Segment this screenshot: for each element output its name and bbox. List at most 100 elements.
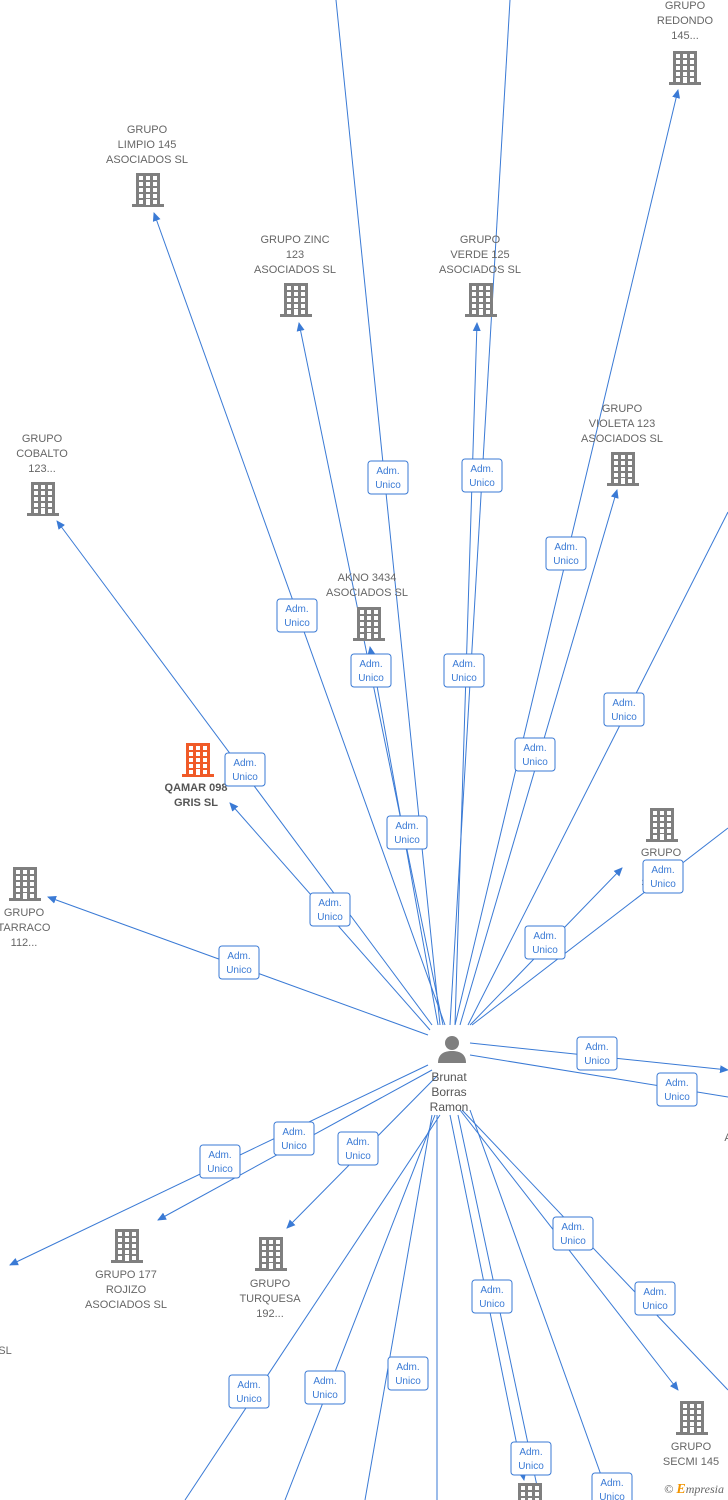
edge-label-adm-unico[interactable]: Adm.Unico bbox=[524, 925, 566, 960]
edge-label-text: Adm.Unico bbox=[518, 1447, 544, 1472]
edge-20 bbox=[461, 1109, 728, 1391]
edge-label-layer: Adm.UnicoAdm.UnicoAdm.UnicoAdm.UnicoAdm.… bbox=[199, 458, 698, 1500]
company-akno-icon[interactable] bbox=[353, 607, 385, 641]
edge-label-adm-unico[interactable]: Adm.Unico bbox=[224, 752, 266, 787]
edge-label-adm-unico[interactable]: Adm.Unico bbox=[337, 1131, 379, 1166]
company-grupo-secmi-icon[interactable] bbox=[676, 1401, 708, 1435]
edge-label-text: Adm.Unico bbox=[207, 1150, 233, 1175]
edge-label-adm-unico[interactable]: Adm.Unico bbox=[514, 737, 556, 772]
edge-label-text: Adm.Unico bbox=[532, 931, 558, 956]
edge-label-text: Adm.Unico bbox=[599, 1478, 625, 1500]
edge-label-adm-unico[interactable]: Adm.Unico bbox=[276, 598, 318, 633]
company-grupo-violeta-icon[interactable] bbox=[607, 452, 639, 486]
company-grupo-tarraco-icon[interactable] bbox=[9, 867, 41, 901]
edge-label-text: Adm.Unico bbox=[469, 464, 495, 489]
edge-label-text: Adm.Unico bbox=[664, 1078, 690, 1103]
company-grupo-cobalto-icon[interactable] bbox=[27, 482, 59, 516]
edge-label-text: Adm.Unico bbox=[611, 698, 637, 723]
edge-label-adm-unico[interactable]: Adm.Unico bbox=[576, 1036, 618, 1071]
edge-label-adm-unico[interactable]: Adm.Unico bbox=[552, 1216, 594, 1251]
company-grupo-177-rojizo-icon[interactable] bbox=[111, 1229, 143, 1263]
edge-label-adm-unico[interactable]: Adm.Unico bbox=[309, 892, 351, 927]
edge-label-adm-unico[interactable]: Adm.Unico bbox=[199, 1144, 241, 1179]
edge-label-adm-unico[interactable]: Adm.Unico bbox=[387, 1356, 429, 1391]
empresia-watermark: © Empresia bbox=[664, 1482, 724, 1498]
edge-label-adm-unico[interactable]: Adm.Unico bbox=[386, 815, 428, 850]
edge-label-text: Adm.Unico bbox=[394, 821, 420, 846]
person-brunat-borras-ramon-icon[interactable] bbox=[438, 1036, 466, 1063]
edge-label-adm-unico[interactable]: Adm.Unico bbox=[656, 1072, 698, 1107]
edge-label-adm-unico[interactable]: Adm.Unico bbox=[545, 536, 587, 571]
brand-initial: E bbox=[676, 1482, 686, 1497]
company-grupo-limpio-icon[interactable] bbox=[132, 173, 164, 207]
edge-1 bbox=[449, 0, 511, 1026]
edge-label-text: Adm.Unico bbox=[236, 1380, 262, 1405]
edge-label-adm-unico[interactable]: Adm.Unico bbox=[471, 1279, 513, 1314]
edge-label-text: Adm.Unico bbox=[312, 1376, 338, 1401]
edge-label-adm-unico[interactable]: Adm.Unico bbox=[642, 859, 684, 894]
edge-25 bbox=[364, 1114, 433, 1500]
edge-label-adm-unico[interactable]: Adm.Unico bbox=[634, 1281, 676, 1316]
edge-label-adm-unico[interactable]: Adm.Unico bbox=[367, 460, 409, 495]
edge-label-text: Adm.Unico bbox=[560, 1222, 586, 1247]
company-grupo-zinc-icon[interactable] bbox=[280, 283, 312, 317]
edge-label-text: Adm.Unico bbox=[317, 898, 343, 923]
edge-label-text: Adm.Unico bbox=[358, 659, 384, 684]
edge-label-text: Adm.Unico bbox=[232, 758, 258, 783]
edge-label-adm-unico[interactable]: Adm.Unico bbox=[591, 1472, 633, 1500]
edge-23 bbox=[184, 1114, 441, 1500]
person-icon bbox=[445, 1036, 459, 1050]
edge-label-text: Adm.Unico bbox=[345, 1137, 371, 1162]
edge-label-text: Adm.Unico bbox=[553, 542, 579, 567]
copyright-symbol: © bbox=[664, 1482, 674, 1496]
edge-label-text: Adm.Unico bbox=[479, 1285, 505, 1310]
edge-label-text: Adm.Unico bbox=[642, 1287, 668, 1312]
company-grupo-serena-icon[interactable] bbox=[646, 808, 678, 842]
edge-label-text: Adm.Unico bbox=[451, 659, 477, 684]
edge-label-text: Adm.Unico bbox=[281, 1127, 307, 1152]
edge-label-adm-unico[interactable]: Adm.Unico bbox=[273, 1121, 315, 1156]
edge-label-adm-unico[interactable]: Adm.Unico bbox=[228, 1374, 270, 1409]
edge-label-text: Adm.Unico bbox=[375, 466, 401, 491]
edge-24 bbox=[284, 1114, 436, 1500]
company-grupo-turquesa-icon[interactable] bbox=[255, 1237, 287, 1271]
company-grupo-redondo-icon[interactable] bbox=[669, 51, 701, 85]
edge-label-adm-unico[interactable]: Adm.Unico bbox=[304, 1370, 346, 1405]
company-partial-right-label: A bbox=[724, 1132, 728, 1144]
edge-label-text: Adm.Unico bbox=[226, 951, 252, 976]
edge-label-adm-unico[interactable]: Adm.Unico bbox=[603, 692, 645, 727]
edge-label-adm-unico[interactable]: Adm.Unico bbox=[510, 1441, 552, 1476]
edge-label-adm-unico[interactable]: Adm.Unico bbox=[350, 653, 392, 688]
edge-label-text: Adm.Unico bbox=[522, 743, 548, 768]
edge-7 bbox=[467, 511, 728, 1026]
brand-name: mpresia bbox=[685, 1482, 724, 1496]
edge-label-adm-unico[interactable]: Adm.Unico bbox=[461, 458, 503, 493]
edge-label-text: Adm.Unico bbox=[650, 865, 676, 890]
edge-label-text: Adm.Unico bbox=[584, 1042, 610, 1067]
edge-label-adm-unico[interactable]: Adm.Unico bbox=[443, 653, 485, 688]
edge-13 bbox=[471, 827, 728, 1026]
edge-label-adm-unico[interactable]: Adm.Unico bbox=[218, 945, 260, 980]
edge-27 bbox=[469, 1109, 611, 1500]
edge-label-text: Adm.Unico bbox=[395, 1362, 421, 1387]
edge-0 bbox=[335, 0, 441, 1026]
company-grupo-verde-icon[interactable] bbox=[465, 283, 497, 317]
company-partial-bottom-icon[interactable] bbox=[514, 1483, 546, 1500]
edge-label-text: Adm.Unico bbox=[284, 604, 310, 629]
company-qamar-icon[interactable] bbox=[182, 743, 214, 777]
